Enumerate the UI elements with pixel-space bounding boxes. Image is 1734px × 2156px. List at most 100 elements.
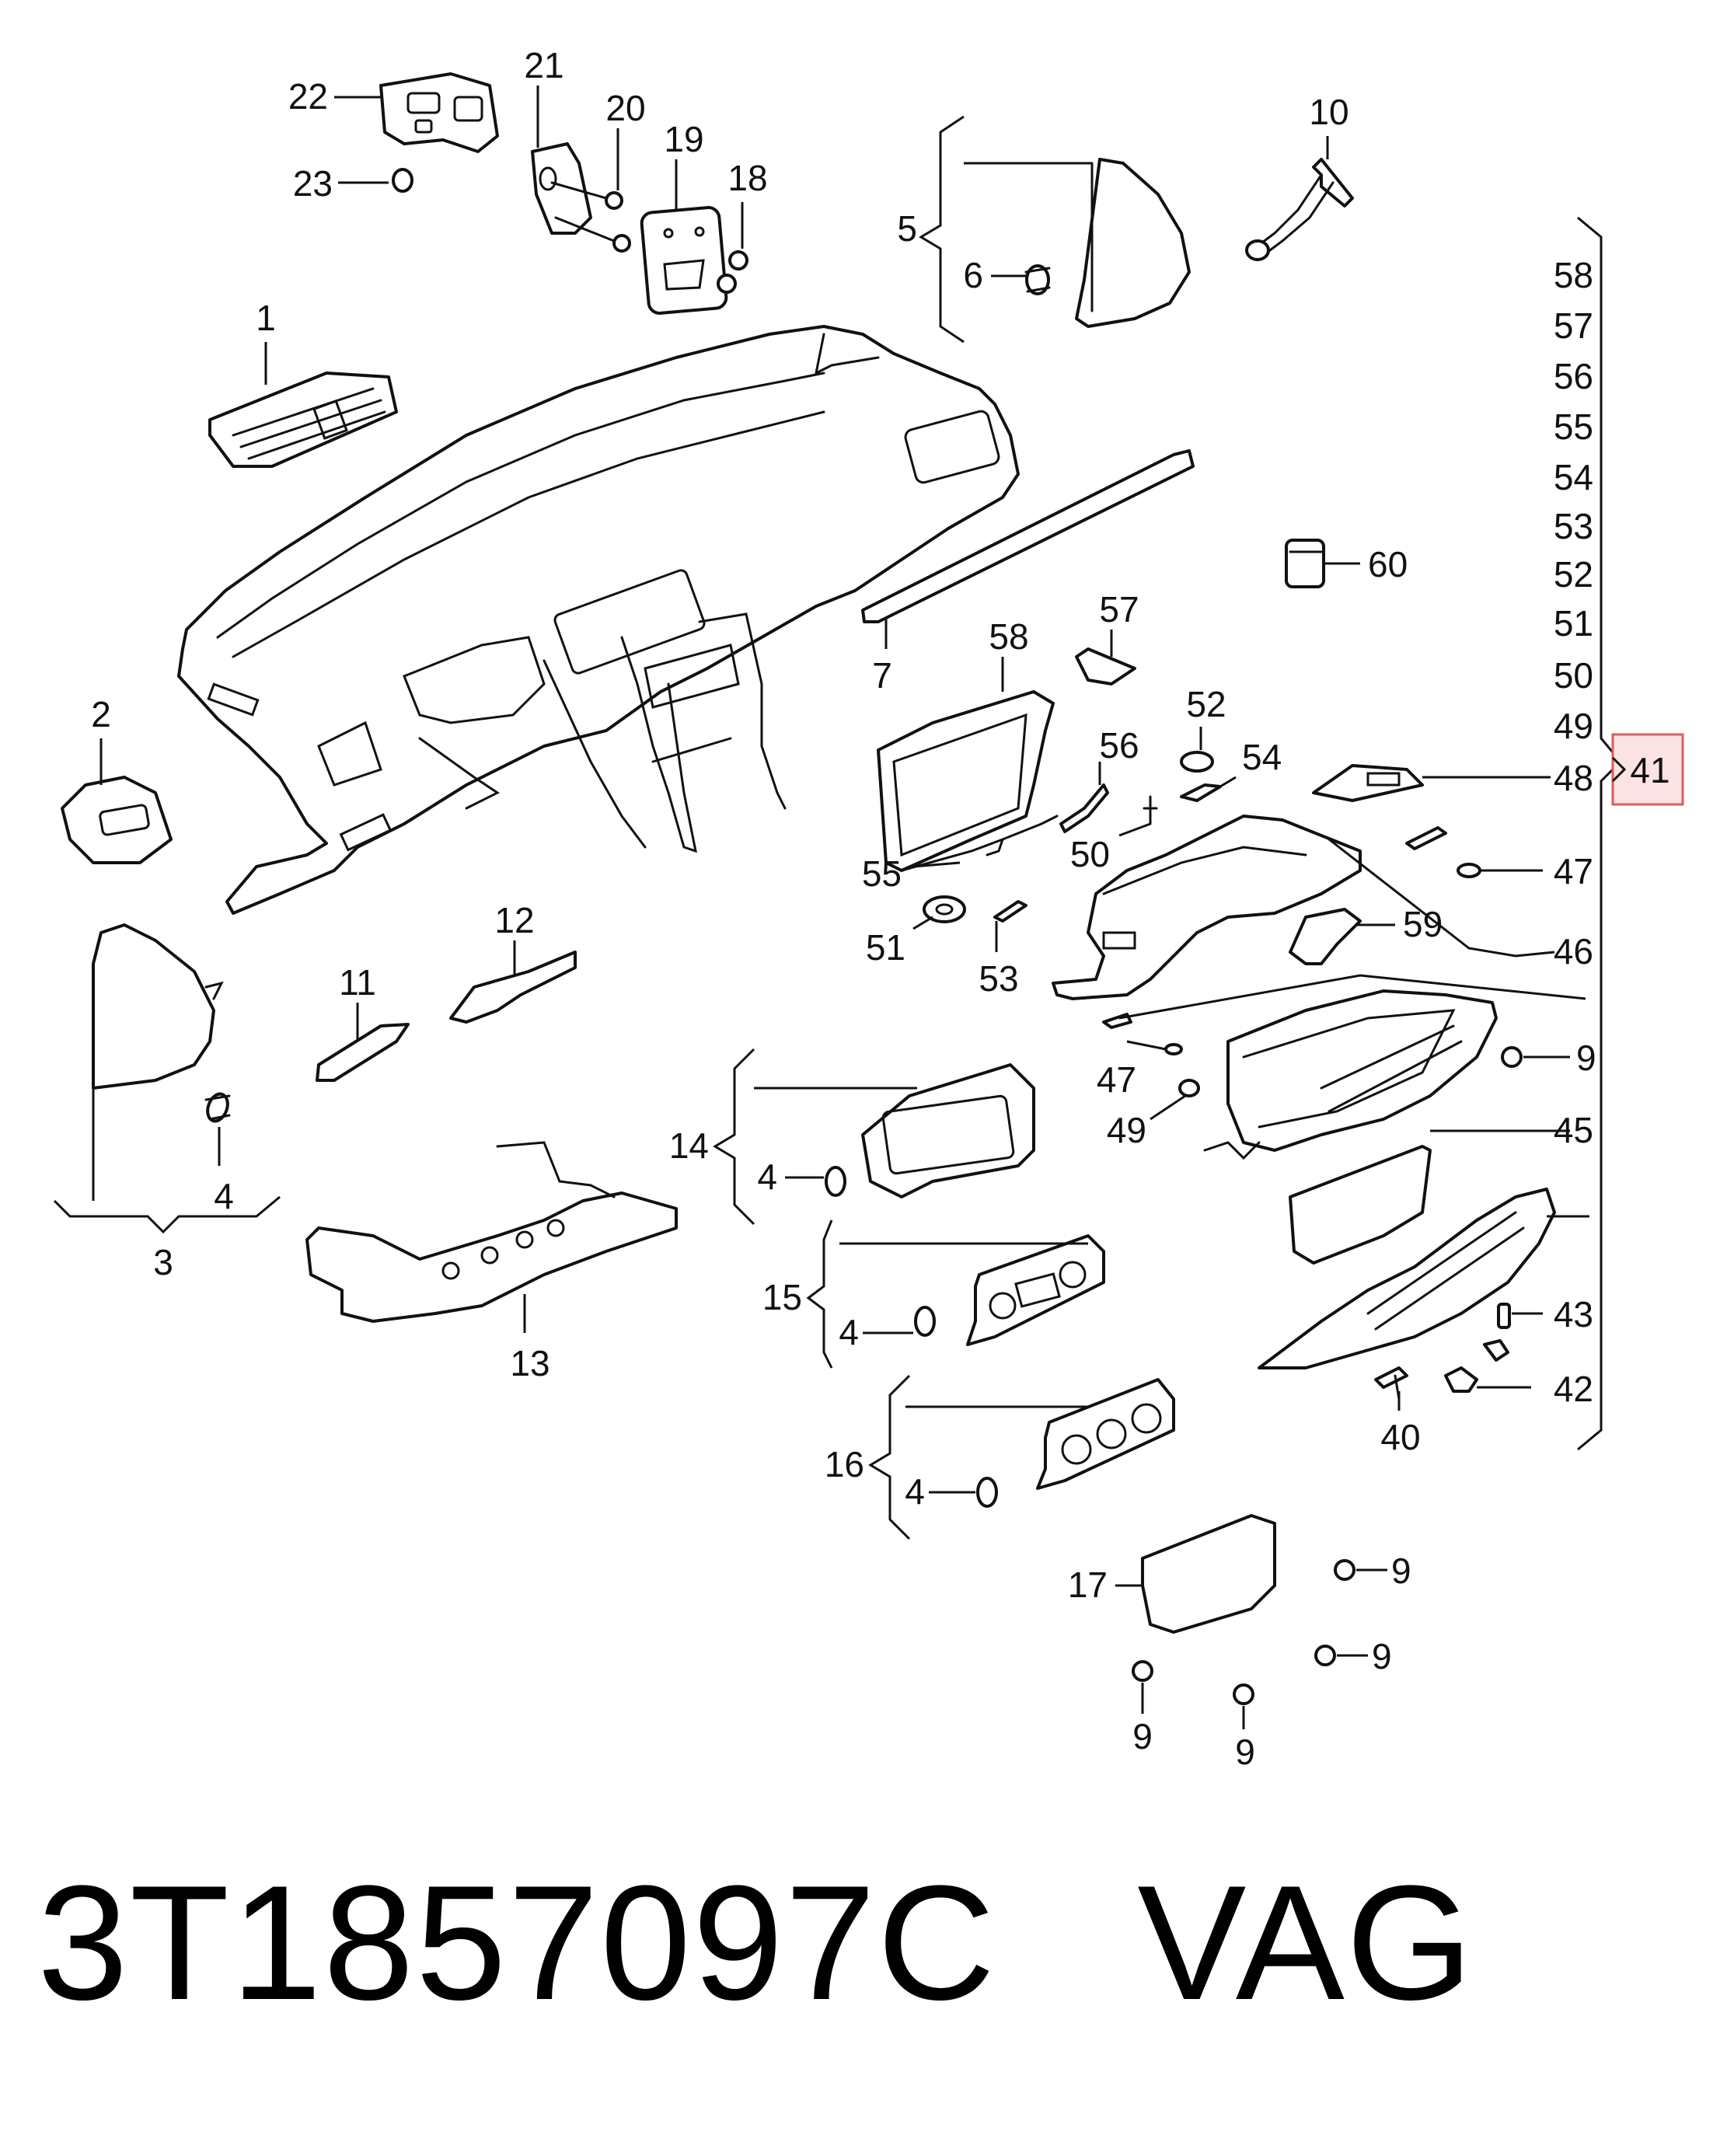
label-59: 59	[1403, 904, 1443, 944]
label-21: 21	[524, 45, 563, 85]
label-60: 60	[1368, 544, 1408, 584]
label-16: 16	[825, 1444, 864, 1484]
clip-part-6	[1024, 264, 1051, 295]
label-20: 20	[605, 88, 645, 128]
strip-part-55	[900, 815, 1059, 872]
label-22: 22	[288, 76, 328, 117]
bracket-part-21	[531, 142, 592, 235]
clip-part-51	[923, 895, 966, 923]
label-52: 52	[1186, 684, 1226, 724]
label-48: 48	[1554, 758, 1593, 798]
air-vent-part	[208, 372, 398, 468]
label-10: 10	[1309, 92, 1348, 132]
label-41[interactable]: 41	[1630, 750, 1669, 790]
label-50: 50	[1070, 834, 1110, 874]
label-40: 40	[1380, 1417, 1420, 1457]
label-12: 12	[494, 900, 534, 940]
screw-part-9-a	[1501, 1046, 1523, 1068]
screw-part-9-e	[1233, 1683, 1254, 1705]
label-53: 53	[979, 958, 1018, 999]
label-5: 5	[897, 208, 917, 249]
label-42: 42	[1554, 1369, 1593, 1409]
label-52-list: 52	[1554, 554, 1593, 595]
label-4: 4	[214, 1176, 234, 1216]
label-9e: 9	[1235, 1732, 1255, 1772]
side-vent-part	[61, 776, 173, 864]
floor-mat-part-13	[305, 1141, 678, 1323]
label-9d: 9	[1132, 1716, 1153, 1757]
bracket-part-46	[1052, 815, 1362, 1000]
center-bezel-part-14	[861, 1063, 1035, 1198]
label-56: 56	[1099, 725, 1139, 766]
screw-part-20	[550, 181, 631, 253]
trim-part-22	[379, 72, 499, 153]
clip-part-23	[392, 168, 413, 193]
screw-part-9-b	[1334, 1559, 1355, 1581]
label-11: 11	[339, 962, 376, 1003]
label-49-list: 49	[1554, 706, 1593, 746]
cap-part-47	[1457, 863, 1481, 878]
cap-part-47-c	[1164, 1043, 1183, 1055]
label-58-list: 58	[1554, 255, 1593, 295]
hose-part-10	[1245, 158, 1354, 261]
label-56-list: 56	[1554, 356, 1593, 396]
label-3: 3	[153, 1242, 173, 1282]
dashboard-panel-part	[177, 325, 1020, 915]
part-number-caption: 3T1857097C VAG	[37, 1861, 1474, 2025]
label-19: 19	[664, 119, 703, 159]
label-7: 7	[872, 655, 892, 696]
pin-part-43	[1497, 1303, 1511, 1329]
brand-name: VAG	[1137, 1851, 1475, 2034]
clip-part-49-c	[1178, 1079, 1200, 1097]
label-14: 14	[669, 1125, 709, 1166]
label-55-list: 55	[1554, 406, 1593, 447]
label-1: 1	[256, 298, 276, 338]
label-43: 43	[1554, 1294, 1593, 1334]
label-4c: 4	[839, 1312, 859, 1352]
trim-strip-part-11	[316, 1023, 410, 1082]
part-labels: 1 2 3 4 5 6 7 10 11 12 13 14 4 15 4 16 4…	[91, 45, 1669, 1772]
label-50-list: 50	[1554, 655, 1593, 696]
clip-part-4-c	[914, 1306, 936, 1337]
clip-part-4-d	[976, 1477, 998, 1508]
label-13: 13	[510, 1343, 550, 1383]
label-9b: 9	[1391, 1551, 1411, 1591]
strip-part-49	[1405, 826, 1447, 850]
storage-box-part-58	[877, 690, 1055, 872]
control-panel-part-15	[966, 1234, 1105, 1346]
control-panel-part-16	[1036, 1378, 1175, 1490]
glovebox-part	[1203, 989, 1498, 1160]
label-49b: 49	[1107, 1110, 1146, 1150]
tray-part-17	[1141, 1514, 1276, 1634]
label-58: 58	[989, 616, 1028, 657]
label-54-list: 54	[1554, 457, 1593, 497]
clip-part-54	[1180, 783, 1222, 802]
lid-part-45	[1289, 1145, 1432, 1265]
screw-part-9-c	[1314, 1645, 1336, 1666]
screw-part-18	[717, 250, 748, 294]
trim-strip-part-12	[449, 951, 577, 1024]
label-47: 47	[1554, 851, 1593, 891]
label-18: 18	[727, 158, 767, 198]
label-9a: 9	[1576, 1038, 1596, 1078]
screw-part-9-d	[1132, 1660, 1153, 1682]
label-2: 2	[91, 694, 111, 734]
label-57: 57	[1099, 589, 1139, 630]
side-cover-part	[92, 923, 224, 1090]
pad-part-59	[1289, 908, 1362, 965]
clip-part-60	[1285, 539, 1325, 588]
clip-part-42	[1444, 1339, 1509, 1393]
label-15: 15	[762, 1277, 802, 1317]
label-6: 6	[963, 255, 983, 295]
trim-part-44	[1258, 1188, 1556, 1369]
cover-part-19	[640, 206, 728, 315]
label-54: 54	[1242, 737, 1282, 777]
trim-strip-part-7	[861, 449, 1195, 623]
strip-part-40	[1374, 1366, 1408, 1401]
label-47b: 47	[1097, 1059, 1136, 1100]
strip-part-53	[993, 900, 1027, 923]
label-57-list: 57	[1554, 305, 1593, 346]
label-46: 46	[1554, 931, 1593, 972]
label-53-list: 53	[1554, 506, 1593, 546]
